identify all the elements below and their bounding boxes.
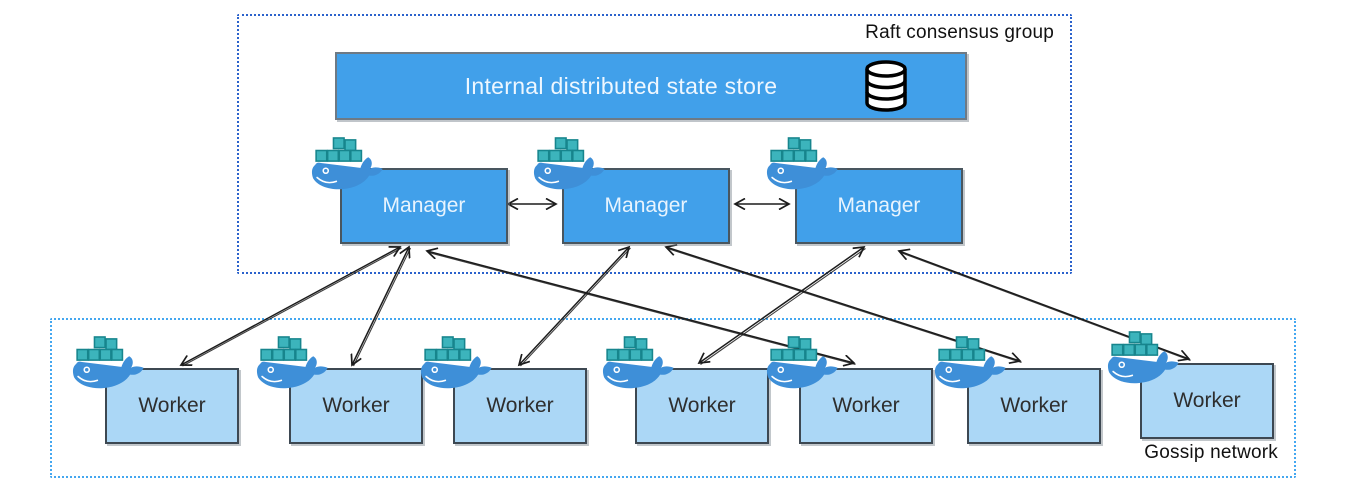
worker-node-3: Worker (453, 368, 587, 444)
worker-node-2: Worker (289, 368, 423, 444)
manager-node-3: Manager (795, 168, 963, 244)
manager-node-1: Manager (340, 168, 508, 244)
worker-node-5: Worker (799, 368, 933, 444)
state-store-node: Internal distributed state store (335, 52, 967, 120)
worker-node-7: Worker (1140, 363, 1274, 439)
worker-node-1: Worker (105, 368, 239, 444)
worker-node-6: Worker (967, 368, 1101, 444)
gossip-network-label: Gossip network (1144, 442, 1278, 463)
raft-group-label: Raft consensus group (865, 22, 1054, 43)
worker-label: Worker (486, 394, 554, 417)
worker-label: Worker (322, 394, 390, 417)
worker-label: Worker (138, 394, 206, 417)
manager-label: Manager (382, 194, 466, 217)
state-store-label: Internal distributed state store (464, 72, 778, 99)
manager-label: Manager (837, 194, 921, 217)
worker-label: Worker (1000, 394, 1068, 417)
worker-label: Worker (668, 394, 736, 417)
worker-node-4: Worker (635, 368, 769, 444)
manager-label: Manager (604, 194, 688, 217)
worker-label: Worker (1173, 389, 1241, 412)
worker-label: Worker (832, 394, 900, 417)
database-icon (863, 60, 909, 112)
manager-node-2: Manager (562, 168, 730, 244)
